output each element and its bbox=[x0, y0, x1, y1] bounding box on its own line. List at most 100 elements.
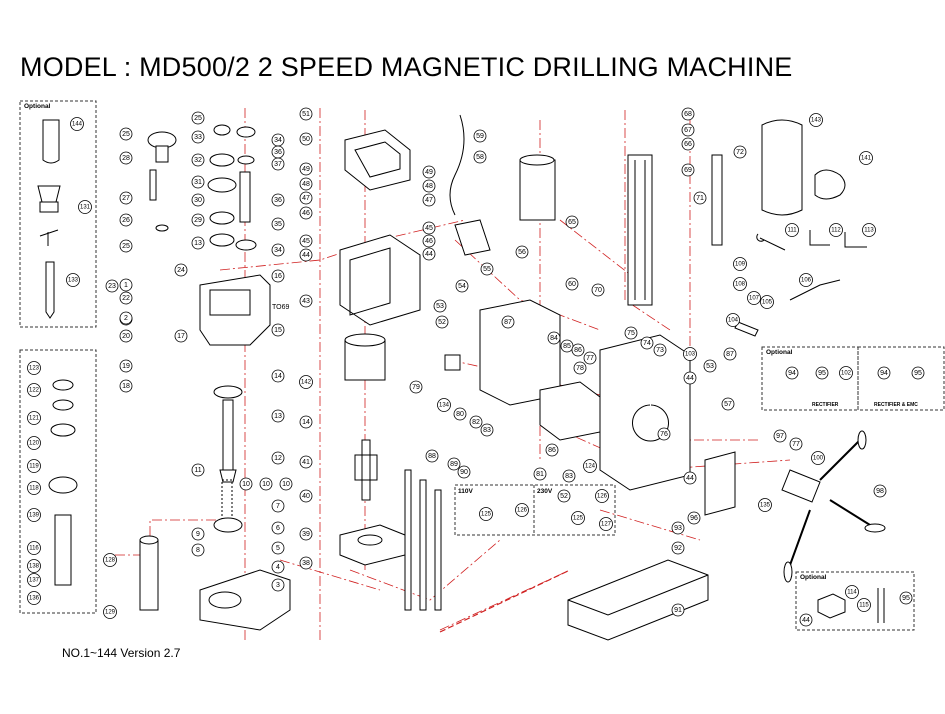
callout-circle bbox=[455, 279, 469, 293]
callout-circle bbox=[191, 527, 205, 541]
callout-circle bbox=[785, 366, 799, 380]
spring bbox=[221, 479, 233, 521]
hex-key-2 bbox=[844, 232, 867, 248]
callout-number: 74 bbox=[643, 340, 651, 347]
callout-c27: 27 bbox=[119, 191, 133, 205]
callout-c92: 92 bbox=[671, 541, 685, 555]
motor-housing bbox=[339, 234, 421, 326]
feed-handle-hub bbox=[781, 469, 821, 503]
callout-circle bbox=[839, 366, 853, 380]
callout-c47b: 47 bbox=[422, 193, 436, 207]
callout-circle bbox=[571, 511, 585, 525]
callout-number: 44 bbox=[802, 617, 810, 624]
gib-strip-1 bbox=[404, 469, 412, 611]
callout-circle bbox=[473, 150, 487, 164]
callout-number: 84 bbox=[550, 335, 558, 342]
callout-number: 26 bbox=[122, 217, 130, 224]
callout-circle bbox=[299, 191, 313, 205]
callout-c23: 23 bbox=[105, 279, 119, 293]
callout-circle bbox=[433, 299, 447, 313]
callout-number: 129 bbox=[105, 610, 116, 616]
callout-number: 44 bbox=[425, 251, 433, 258]
callout-number: 104 bbox=[728, 318, 739, 324]
callout-c72: 72 bbox=[733, 145, 747, 159]
callout-number: 78 bbox=[576, 365, 584, 372]
callout-c66: 66 bbox=[681, 137, 695, 151]
callout-circle bbox=[599, 517, 613, 531]
callout-c102: 102 bbox=[839, 366, 853, 380]
callout-number: 137 bbox=[29, 578, 40, 584]
callout-number: 40 bbox=[302, 493, 310, 500]
callout-number: 138 bbox=[29, 564, 40, 570]
callout-circle bbox=[27, 361, 41, 375]
callout-number: 23 bbox=[108, 283, 116, 290]
callout-c141: 141 bbox=[859, 151, 873, 165]
callout-circle bbox=[571, 343, 585, 357]
callout-number: 25 bbox=[194, 115, 202, 122]
callout-c1: 1 bbox=[119, 278, 133, 292]
callout-number: 81 bbox=[536, 471, 544, 478]
callout-c17: 17 bbox=[174, 329, 188, 343]
callout-c45a: 45 bbox=[299, 234, 313, 248]
callout-circle bbox=[105, 279, 119, 293]
callout-number: 55 bbox=[483, 266, 491, 273]
callout-c5: 5 bbox=[271, 541, 285, 555]
callout-circle bbox=[299, 294, 313, 308]
callout-circle bbox=[27, 573, 41, 587]
callout-circle bbox=[681, 137, 695, 151]
callout-circle bbox=[733, 145, 747, 159]
callout-c133: 133 bbox=[66, 273, 80, 287]
callout-c44a: 44 bbox=[299, 248, 313, 262]
callout-circle bbox=[271, 541, 285, 555]
callout-number: 49 bbox=[302, 166, 310, 173]
callout-c89: 89 bbox=[447, 457, 461, 471]
callout-number: 113 bbox=[864, 228, 874, 234]
callout-circle bbox=[299, 455, 313, 469]
callout-c107: 107 bbox=[747, 291, 761, 305]
callout-circle bbox=[299, 248, 313, 262]
callout-number: 109 bbox=[735, 262, 746, 268]
callout-circle bbox=[862, 223, 876, 237]
callout-circle bbox=[27, 559, 41, 573]
callout-c29: 29 bbox=[191, 213, 205, 227]
callout-circle bbox=[299, 162, 313, 176]
callout-circle bbox=[271, 157, 285, 171]
callout-number: 85 bbox=[563, 343, 571, 350]
callout-c20: 20 bbox=[119, 329, 133, 343]
callout-number: 7 bbox=[276, 503, 280, 510]
callout-number: 45 bbox=[425, 225, 433, 232]
callout-number: 128 bbox=[105, 558, 116, 564]
callout-number: 94 bbox=[788, 370, 796, 377]
callout-c91: 91 bbox=[671, 603, 685, 617]
callout-number: 106 bbox=[801, 278, 812, 284]
callout-circle bbox=[271, 578, 285, 592]
feed-line bbox=[439, 569, 571, 633]
callout-c13b: 13 bbox=[271, 409, 285, 423]
callout-c86a: 86 bbox=[571, 343, 585, 357]
callout-number: 8 bbox=[196, 547, 200, 554]
callout-c15: 15 bbox=[271, 323, 285, 337]
callout-circle bbox=[845, 585, 859, 599]
callout-c3: 3 bbox=[271, 578, 285, 592]
callout-c41: 41 bbox=[299, 455, 313, 469]
callout-c90: 90 bbox=[457, 465, 471, 479]
callout-c12: 12 bbox=[271, 451, 285, 465]
callout-c142: 142 bbox=[299, 375, 313, 389]
callout-circle bbox=[259, 477, 273, 491]
cord-coil bbox=[814, 169, 846, 200]
callout-number: 44 bbox=[686, 375, 694, 382]
callout-number: 118 bbox=[29, 486, 39, 492]
callout-circle bbox=[299, 132, 313, 146]
callout-c25b: 25 bbox=[119, 239, 133, 253]
callout-number: 103 bbox=[685, 352, 696, 358]
callout-circle bbox=[409, 380, 423, 394]
callout-circle bbox=[119, 311, 133, 325]
callout-c51: 51 bbox=[299, 107, 313, 121]
callout-circle bbox=[27, 436, 41, 450]
callout-number: 30 bbox=[194, 197, 202, 204]
callout-number: 77 bbox=[792, 441, 800, 448]
callout-circle bbox=[723, 347, 737, 361]
callout-circle bbox=[27, 541, 41, 555]
callout-number: 112 bbox=[831, 228, 841, 234]
callout-number: 37 bbox=[274, 161, 282, 168]
